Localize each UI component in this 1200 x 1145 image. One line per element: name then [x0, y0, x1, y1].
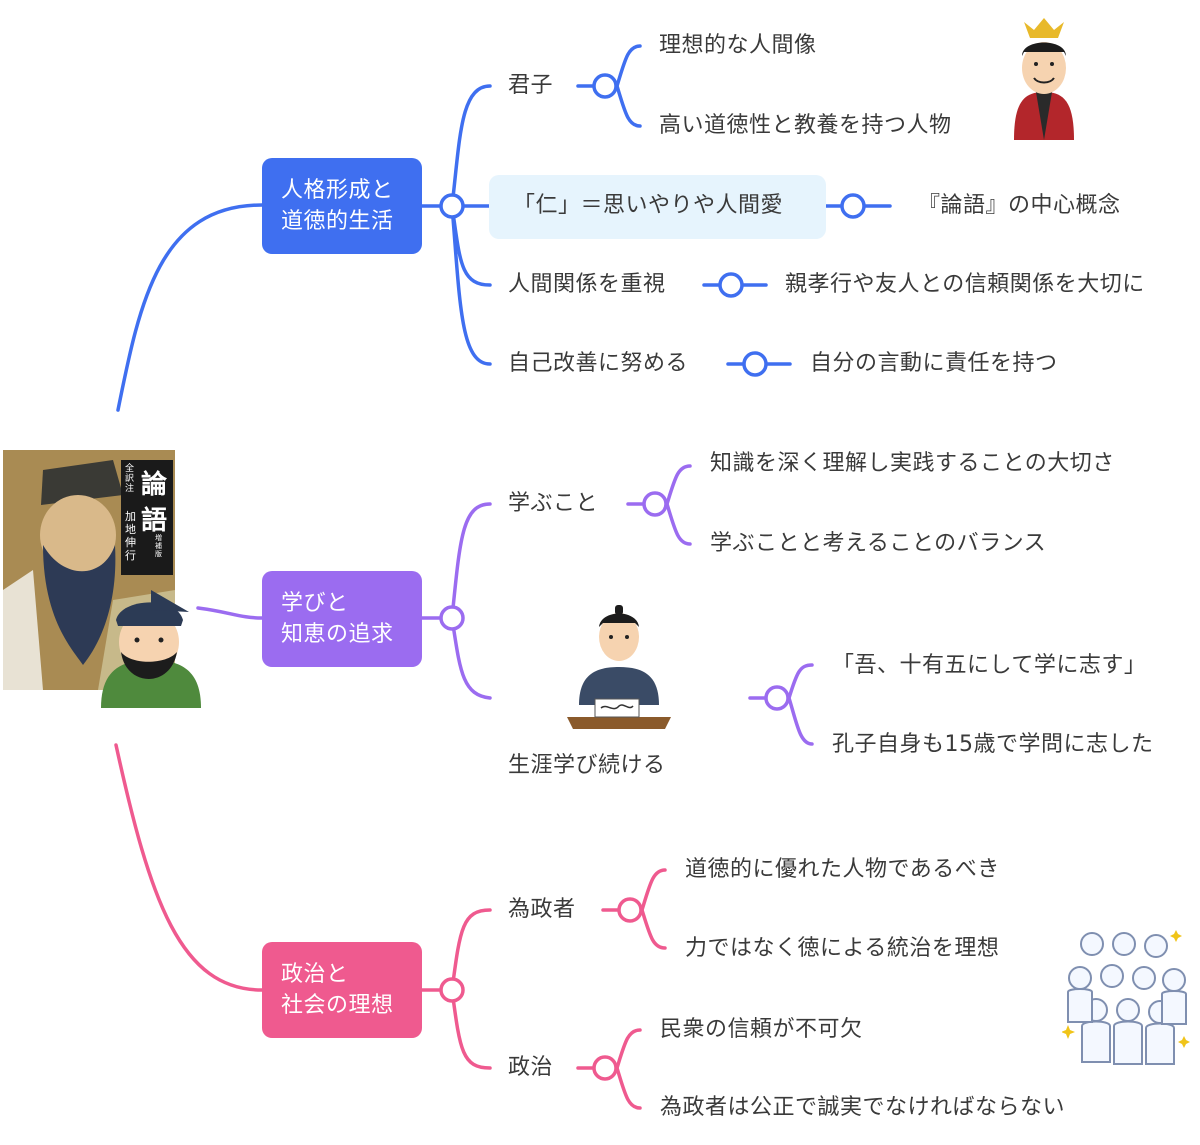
topic-jiko[interactable]: 自己改善に努める: [508, 351, 689, 376]
detail-shougai-2: 孔子自身も15歳で学問に志した: [832, 732, 1154, 757]
detail-manabu-2: 学ぶことと考えることのバランス: [710, 531, 1047, 556]
topic-kunshi[interactable]: 君子: [508, 73, 554, 98]
crowd-illustration: [1062, 930, 1190, 1065]
highlight-box-jin: [489, 175, 826, 239]
root-image: 論 語 全訳注 加地伸行 増補版: [3, 450, 208, 708]
book-side-2: 加地伸行: [125, 510, 136, 562]
edge-root-blue: [116, 203, 264, 412]
book-title-1: 論: [141, 470, 168, 500]
topic-shougai[interactable]: 生涯学び続ける: [508, 753, 666, 778]
topic-iseisha[interactable]: 為政者: [508, 897, 576, 922]
emperor-illustration: [1014, 18, 1074, 140]
branch-learning[interactable]: 学びと 知恵の追求: [262, 571, 422, 667]
detail-iseisha-2: 力ではなく徳による統治を理想: [685, 936, 1000, 961]
detail-manabu-1: 知識を深く理解し実践することの大切さ: [710, 451, 1115, 476]
book-title-2: 語: [141, 506, 168, 536]
detail-kunshi-1: 理想的な人間像: [659, 33, 817, 58]
book-edition: 増補版: [155, 534, 162, 558]
edge-root-purple: [196, 606, 264, 620]
detail-seiji-2: 為政者は公正で誠実でなければならない: [660, 1095, 1066, 1120]
book-side-1: 全訳注: [125, 464, 135, 494]
branch-politics[interactable]: 政治と 社会の理想: [262, 942, 422, 1038]
edge-root-pink: [114, 743, 264, 992]
detail-iseisha-1: 道徳的に優れた人物であるべき: [685, 857, 1000, 882]
detail-jiko-1: 自分の言動に責任を持つ: [810, 351, 1058, 376]
confucius-illustration: [101, 590, 201, 708]
topic-manabu[interactable]: 学ぶこと: [508, 491, 599, 516]
detail-seiji-1: 民衆の信頼が不可欠: [660, 1017, 863, 1042]
writing-student-illustration: [567, 605, 671, 729]
detail-ningen-1: 親孝行や友人との信頼関係を大切に: [785, 272, 1145, 297]
detail-jin-1: 『論語』の中心概念: [918, 193, 1121, 218]
detail-kunshi-2: 高い道徳性と教養を持つ人物: [659, 113, 952, 138]
detail-shougai-1: 「吾、十有五にして学に志す」: [832, 653, 1147, 678]
topic-seiji[interactable]: 政治: [508, 1055, 554, 1080]
topic-ningen[interactable]: 人間関係を重視: [508, 272, 666, 297]
confucius-book-cover: [3, 450, 175, 690]
topic-jin[interactable]: 「仁」＝思いやりや人間愛: [513, 193, 784, 218]
branch-personality[interactable]: 人格形成と 道徳的生活: [262, 158, 422, 254]
